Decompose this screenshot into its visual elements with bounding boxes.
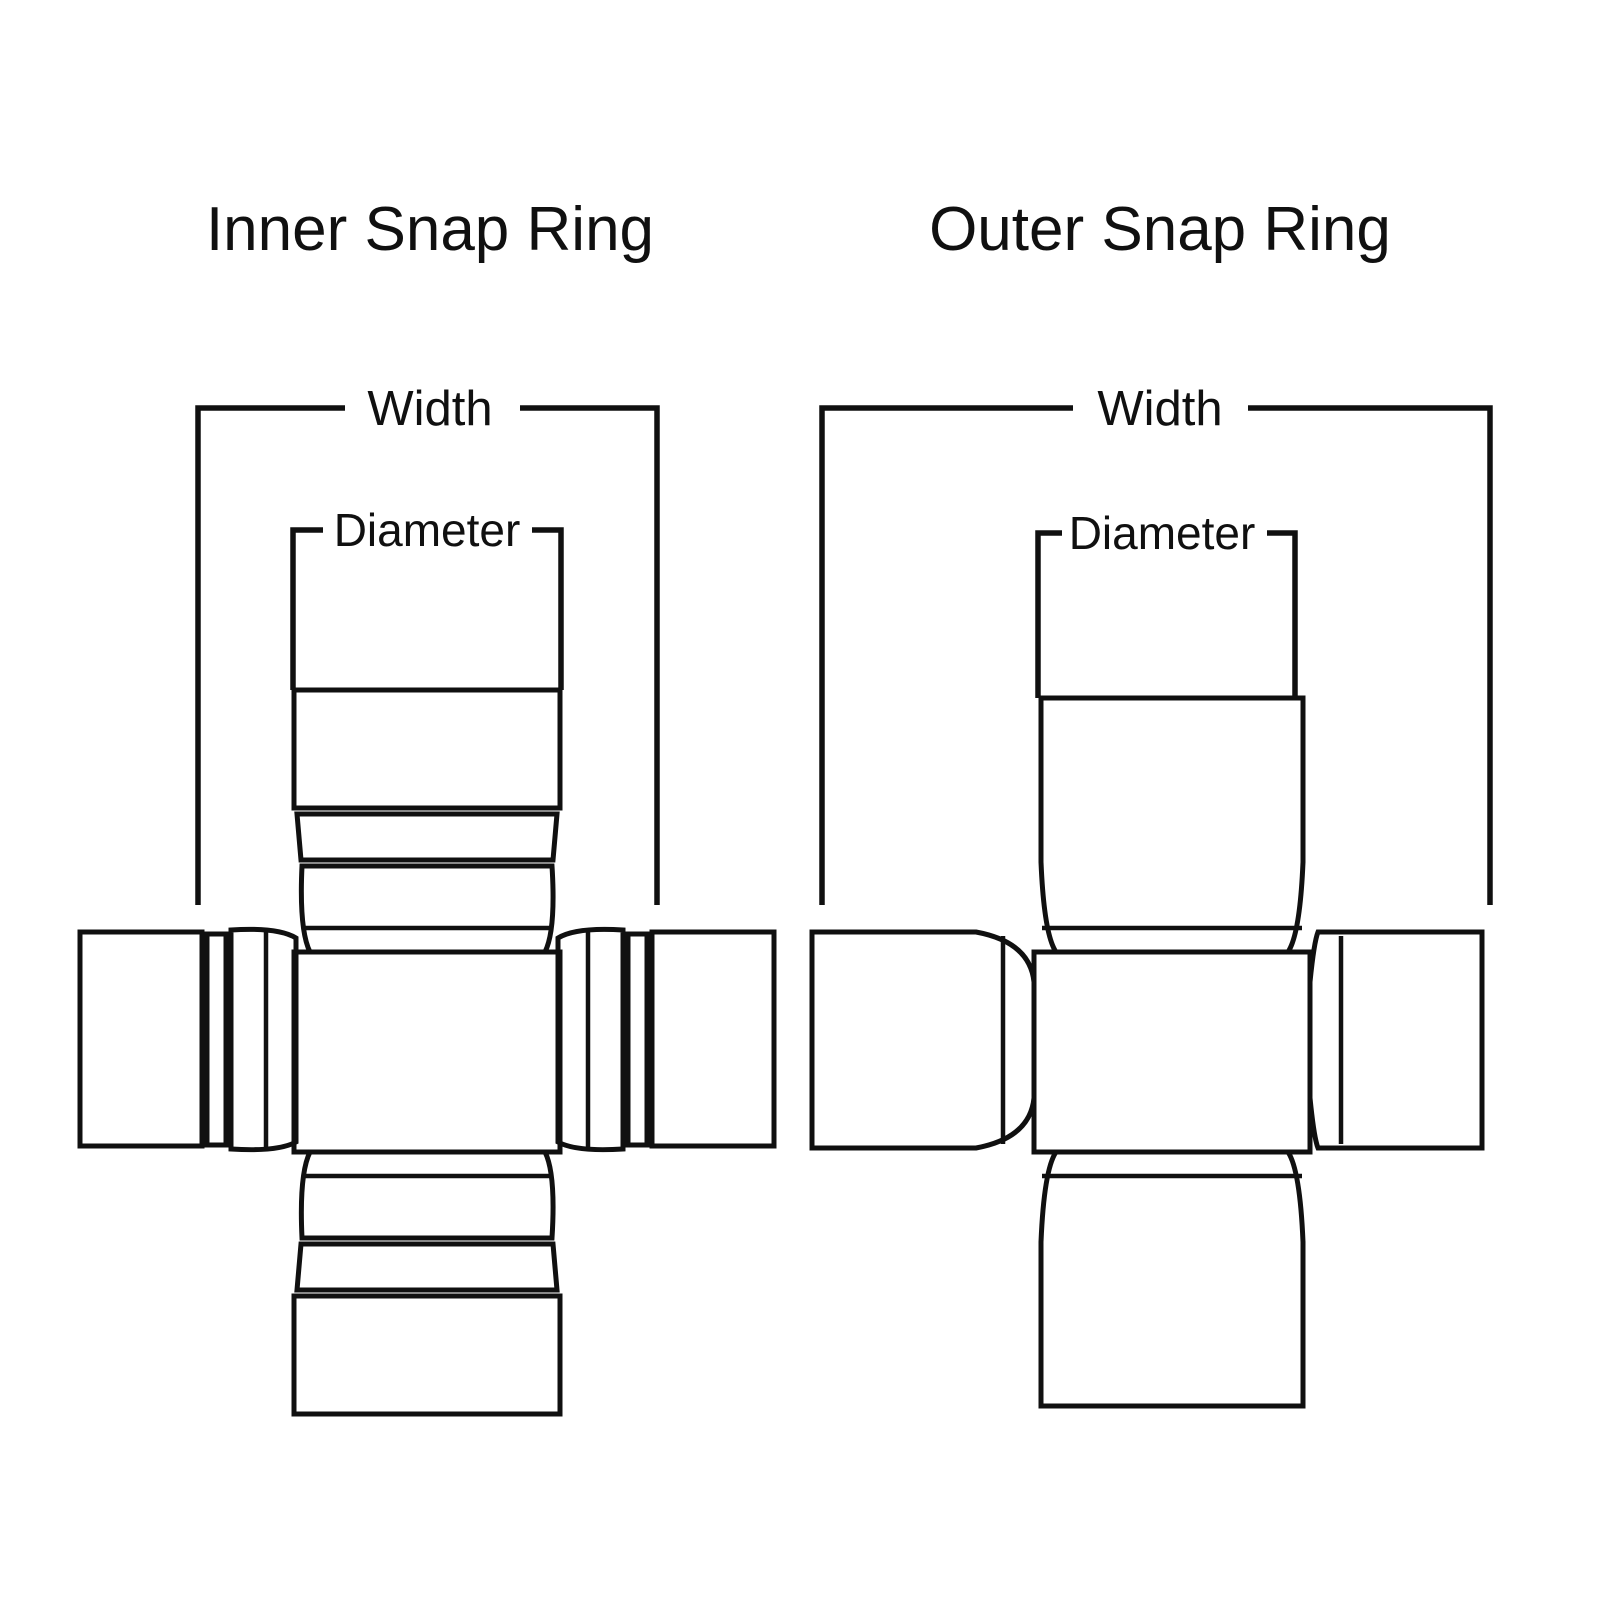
top-cap-inner xyxy=(291,687,563,955)
left-arm-outer xyxy=(809,929,1037,1151)
top-snap-ring-band-inner xyxy=(294,811,560,863)
left-outer-cap-inner xyxy=(77,929,205,1149)
left-taper-inner xyxy=(228,926,299,1153)
diameter-bracket-left-outer xyxy=(1035,530,1062,698)
bottom-cap-body-outer xyxy=(1038,1149,1306,1409)
diameter-dimension-outer: Diameter xyxy=(1035,507,1298,698)
bottom-outer-cap-inner xyxy=(291,1293,563,1417)
left-cap-body-outer xyxy=(809,929,1037,1151)
panel-inner-snap-ring: Inner Snap Ring Width Diameter xyxy=(77,195,777,1417)
diameter-bracket-left-inner xyxy=(290,527,323,690)
bottom-cap-outer xyxy=(1038,1149,1306,1409)
bottom-taper-inner xyxy=(298,1149,556,1241)
width-label-outer: Width xyxy=(1097,382,1222,436)
center-hub-outer xyxy=(1031,949,1313,1155)
top-taper-inner xyxy=(298,863,556,955)
panel-title-outer: Outer Snap Ring xyxy=(929,195,1391,264)
bottom-cap-inner xyxy=(291,1149,563,1417)
diameter-label-inner: Diameter xyxy=(334,504,521,556)
diameter-label-outer: Diameter xyxy=(1069,507,1256,559)
top-outer-cap-inner xyxy=(291,687,563,811)
top-cap-outer xyxy=(1038,695,1306,955)
width-dimension-inner: Width xyxy=(195,382,660,905)
width-bracket-left-inner xyxy=(195,405,345,905)
diameter-dimension-inner: Diameter xyxy=(290,504,564,690)
width-bracket-left-outer xyxy=(819,405,1073,905)
width-bracket-right-inner xyxy=(520,405,660,905)
panel-title-inner: Inner Snap Ring xyxy=(206,195,654,264)
left-snap-ring-band-inner xyxy=(204,931,229,1148)
right-snap-ring-band-inner xyxy=(625,931,650,1148)
left-arm-inner xyxy=(77,926,299,1153)
right-taper-inner xyxy=(555,926,626,1153)
width-label-inner: Width xyxy=(367,382,492,436)
diameter-bracket-right-outer xyxy=(1267,530,1298,698)
panel-outer-snap-ring: Outer Snap Ring Width Diameter xyxy=(809,195,1493,1409)
right-arm-outer xyxy=(1307,929,1485,1151)
diameter-bracket-right-inner xyxy=(532,527,564,690)
right-arm-inner xyxy=(555,926,777,1153)
bottom-snap-ring-band-inner xyxy=(294,1241,560,1293)
width-bracket-right-outer xyxy=(1248,405,1493,905)
width-dimension-outer: Width xyxy=(819,382,1493,905)
right-cap-body-outer xyxy=(1307,929,1485,1151)
center-hub-inner xyxy=(291,949,563,1155)
right-outer-cap-inner xyxy=(649,929,777,1149)
top-cap-body-outer xyxy=(1038,695,1306,955)
